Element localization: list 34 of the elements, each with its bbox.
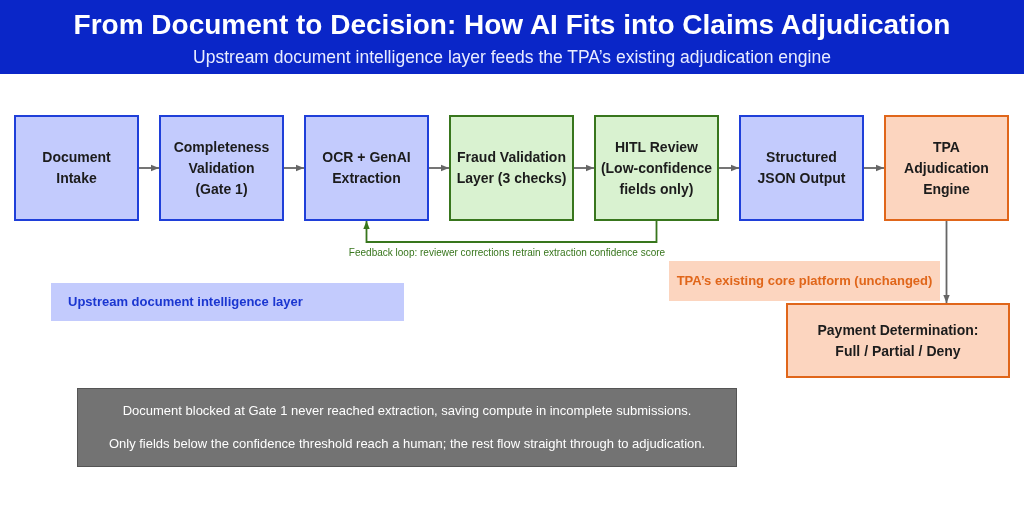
- layer-tag: [51, 283, 404, 321]
- box-label: OCR + GenAI Extraction: [321, 148, 412, 188]
- process-box: [159, 115, 284, 221]
- arrow: [863, 164, 885, 172]
- process-box: [594, 115, 719, 221]
- layer-label: Upstream document intelligence layer: [68, 293, 303, 311]
- subtitle: Upstream document intelligence layer feeds the TPA’s existing adjudication engine: [193, 47, 831, 67]
- note-text: Document blocked at Gate 1 never reached extraction, saving compute in incomplete submissions.: [122, 402, 692, 420]
- box-label: HITL Review (Low-confidence fields only): [599, 137, 714, 199]
- box-label: TPA Adjudication Engine: [903, 137, 990, 199]
- arrow: [943, 220, 950, 304]
- box-label: Payment Determination: Full / Partial / Deny: [816, 320, 980, 361]
- arrow: [428, 164, 450, 172]
- process-box: [14, 115, 139, 221]
- process-box: [304, 115, 429, 221]
- process-box: [739, 115, 864, 221]
- arrow: [283, 164, 305, 172]
- title: From Document to Decision: How AI Fits into Claims Adjudication: [73, 9, 951, 41]
- box-label: Completeness Validation (Gate 1): [172, 137, 271, 199]
- feedback-arrow: [363, 220, 658, 243]
- note-text: Only fields below the confidence threshold reach a human; the rest flow straight through to adjudication.: [108, 435, 706, 453]
- box-label: Fraud Validation Layer (3 checks): [456, 148, 567, 188]
- arrow: [138, 164, 160, 172]
- box-label: Document Intake: [41, 148, 112, 188]
- note-box: [77, 388, 737, 467]
- arrow: [718, 164, 740, 172]
- layer-tag: [669, 261, 940, 301]
- layer-label: TPA’s existing core platform (unchanged): [676, 272, 933, 290]
- process-box: [884, 115, 1009, 221]
- process-box: [786, 303, 1010, 378]
- edge-label: Feedback loop: reviewer corrections retrain extraction confidence score: [346, 247, 668, 259]
- box-label: Structured JSON Output: [756, 148, 847, 188]
- process-box: [449, 115, 574, 221]
- arrow: [573, 164, 595, 172]
